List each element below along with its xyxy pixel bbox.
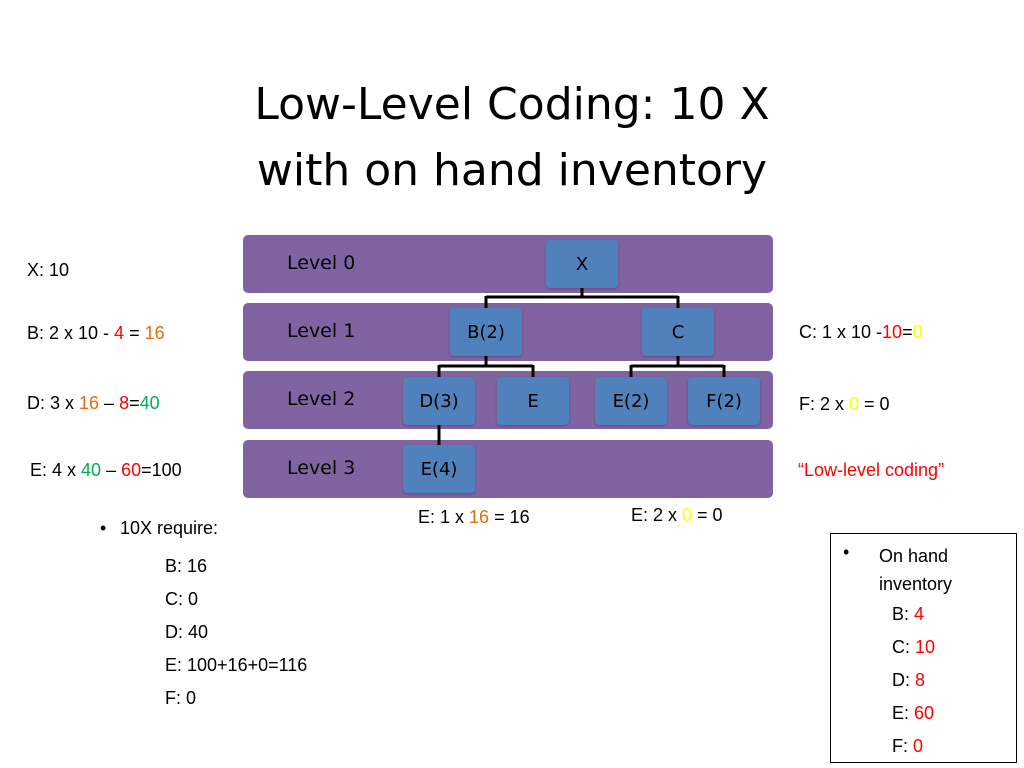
calc-c-eq: =: [902, 322, 913, 342]
calc-e-from-b-eq: = 16: [489, 507, 530, 527]
on-hand-heading: On hand inventory: [879, 546, 953, 594]
calc-e: E: 4 x 40 – 60=100: [30, 460, 182, 481]
calc-e-from-b-parent: 16: [469, 507, 490, 527]
calc-d-minus: –: [99, 393, 120, 413]
requirement-item: C: 0: [165, 589, 199, 609]
title-line-1: Low-Level Coding: 10 X: [254, 79, 770, 130]
on-hand-label: F:: [892, 736, 913, 756]
level-0-band: [243, 235, 773, 293]
requirements-heading: 10X require:: [120, 518, 219, 538]
node-e4: E(4): [403, 445, 475, 493]
calc-b-result: 16: [144, 323, 165, 343]
requirement-item: F: 0: [165, 688, 197, 708]
on-hand-label: E:: [892, 703, 915, 723]
calc-e-from-c: E: 2 x 0 = 0: [631, 505, 723, 526]
calc-c-result: 0: [912, 322, 923, 342]
on-hand-value: 8: [915, 670, 926, 690]
node-x: X: [546, 240, 618, 288]
requirements-list: B: 16 C: 0 D: 40 E: 100+16+0=116 F: 0: [165, 550, 307, 715]
calc-e-from-c-prefix: E: 2 x: [631, 505, 683, 525]
node-e: E: [497, 377, 569, 425]
level-3-band: [243, 440, 773, 498]
calc-d-parent: 16: [79, 393, 100, 413]
node-d: D(3): [403, 377, 475, 425]
level-2-label: Level 2: [287, 388, 356, 410]
calc-d-onhand: 8: [119, 393, 130, 413]
on-hand-item: D: 8: [892, 664, 935, 697]
bullet-icon: •: [843, 542, 850, 562]
calc-e-from-c-parent: 0: [682, 505, 693, 525]
calc-x: X: 10: [27, 260, 69, 281]
node-e2: E(2): [595, 377, 667, 425]
calc-f-parent: 0: [849, 394, 860, 414]
calc-b-prefix: B: 2 x 10 -: [27, 323, 115, 343]
node-c: C: [642, 308, 714, 356]
calc-b-onhand: 4: [114, 323, 125, 343]
slide-title: Low-Level Coding: 10 X with on hand inve…: [0, 72, 1024, 204]
calc-c-prefix: C: 1 x 10 -: [799, 322, 883, 342]
calc-d: D: 3 x 16 – 8=40: [27, 393, 160, 414]
bullet-icon: •: [100, 518, 107, 538]
on-hand-label: B:: [892, 604, 915, 624]
on-hand-value: 60: [914, 703, 935, 723]
on-hand-label: D:: [892, 670, 916, 690]
on-hand-label: C:: [892, 637, 916, 657]
calc-e-onhand: 60: [121, 460, 142, 480]
requirement-item: B: 16: [165, 556, 208, 576]
calc-e-parent: 40: [81, 460, 102, 480]
requirement-item: D: 40: [165, 622, 209, 642]
calc-e-minus: –: [101, 460, 122, 480]
calc-e-prefix: E: 4 x: [30, 460, 82, 480]
calc-e-from-c-eq: = 0: [692, 505, 723, 525]
calc-f-prefix: F: 2 x: [799, 394, 850, 414]
calc-c-onhand: 10: [882, 322, 903, 342]
calc-b: B: 2 x 10 - 4 = 16: [27, 323, 165, 344]
calc-d-eq: =: [129, 393, 140, 413]
level-1-label: Level 1: [287, 320, 356, 342]
calc-x-value: 10: [49, 260, 70, 280]
calc-c: C: 1 x 10 -10=0: [799, 322, 923, 343]
calc-e-from-b-prefix: E: 1 x: [418, 507, 470, 527]
requirement-item: E: 100+16+0=116: [165, 655, 308, 675]
level-3-label: Level 3: [287, 457, 356, 479]
on-hand-list: B: 4 C: 10 D: 8 E: 60 F: 0: [892, 598, 935, 763]
on-hand-value: 4: [914, 604, 925, 624]
calc-d-prefix: D: 3 x: [27, 393, 80, 413]
node-f2: F(2): [688, 377, 760, 425]
on-hand-item: F: 0: [892, 730, 935, 763]
calc-d-result: 40: [139, 393, 160, 413]
on-hand-inventory-box: • On hand inventory B: 4 C: 10 D: 8 E: 6…: [830, 533, 1017, 763]
calc-f-eq: = 0: [859, 394, 890, 414]
on-hand-item: E: 60: [892, 697, 935, 730]
calc-f: F: 2 x 0 = 0: [799, 394, 890, 415]
low-level-coding-note: “Low-level coding”: [798, 460, 945, 480]
on-hand-value: 10: [915, 637, 936, 657]
on-hand-item: C: 10: [892, 631, 935, 664]
title-line-2: with on hand inventory: [256, 145, 768, 196]
calc-e-eq: =100: [141, 460, 182, 480]
on-hand-item: B: 4: [892, 598, 935, 631]
node-b: B(2): [450, 308, 522, 356]
calc-b-eq: =: [124, 323, 145, 343]
on-hand-value: 0: [913, 736, 924, 756]
level-0-label: Level 0: [287, 252, 356, 274]
calc-x-prefix: X:: [27, 260, 50, 280]
calc-e-from-b: E: 1 x 16 = 16: [418, 507, 530, 528]
